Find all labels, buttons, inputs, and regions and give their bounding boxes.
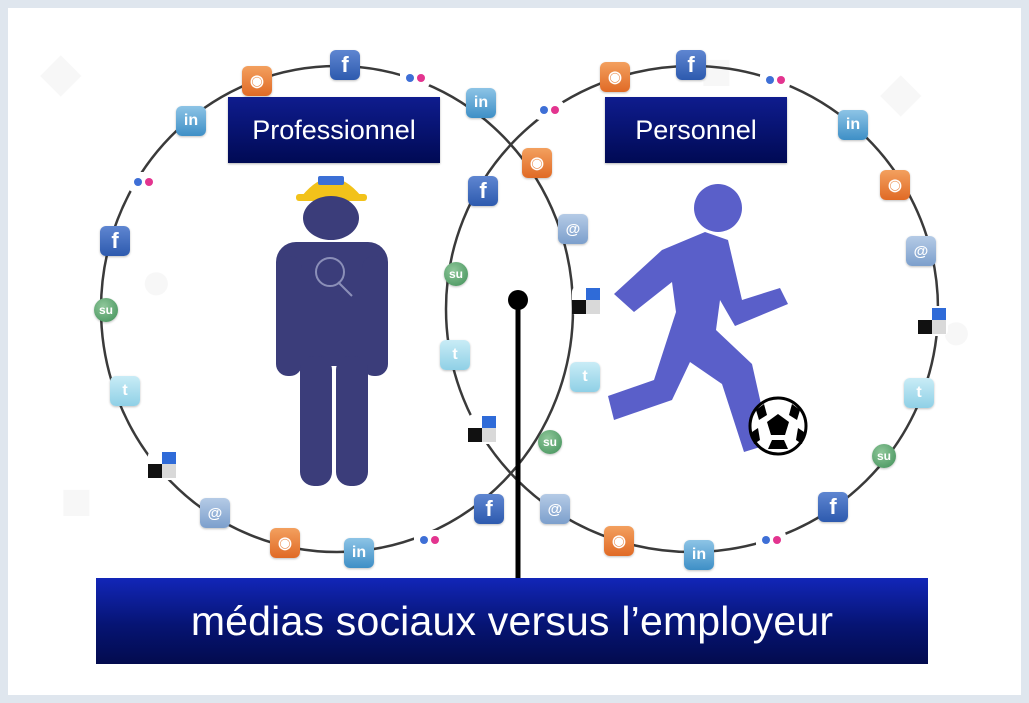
myspace-icon: @: [200, 498, 230, 528]
title-banner: médias sociaux versus l’employeur: [96, 578, 928, 664]
personal-label: Personnel: [605, 97, 787, 163]
facebook-icon: f: [474, 494, 504, 524]
stumbleupon-icon: su: [94, 298, 118, 322]
rss-icon: ◉: [522, 148, 552, 178]
linkedin-icon: in: [684, 540, 714, 570]
flickr-icon: [534, 100, 564, 120]
myspace-icon: @: [540, 494, 570, 524]
twitter-icon: t: [440, 340, 470, 370]
banner-text: médias sociaux versus l’employeur: [190, 597, 834, 644]
flickr-icon: [400, 68, 430, 88]
rss-icon: ◉: [600, 62, 630, 92]
flickr-icon: [128, 172, 158, 192]
facebook-icon: f: [100, 226, 130, 256]
construction-worker-icon: [276, 176, 388, 486]
linkedin-icon: in: [176, 106, 206, 136]
facebook-icon: f: [818, 492, 848, 522]
facebook-icon: f: [676, 50, 706, 80]
facebook-icon: f: [468, 176, 498, 206]
linkedin-icon: in: [838, 110, 868, 140]
divider-pole-knob: [508, 290, 528, 310]
delicious-icon: [468, 414, 498, 444]
stumbleupon-icon: su: [872, 444, 896, 468]
flickr-icon: [756, 530, 786, 550]
twitter-icon: t: [904, 378, 934, 408]
stumbleupon-icon: su: [444, 262, 468, 286]
soccer-player-icon: [608, 184, 788, 452]
stumbleupon-icon: su: [538, 430, 562, 454]
flickr-icon: [760, 70, 790, 90]
rss-icon: ◉: [880, 170, 910, 200]
twitter-icon: t: [110, 376, 140, 406]
flickr-icon: [414, 530, 444, 550]
linkedin-icon: in: [466, 88, 496, 118]
professional-label-text: Professionnel: [252, 114, 416, 145]
myspace-icon: @: [906, 236, 936, 266]
twitter-icon: t: [570, 362, 600, 392]
rss-icon: ◉: [270, 528, 300, 558]
delicious-icon: [148, 450, 178, 480]
rss-icon: ◉: [242, 66, 272, 96]
delicious-icon: [572, 286, 602, 316]
facebook-icon: f: [330, 50, 360, 80]
myspace-icon: @: [558, 214, 588, 244]
linkedin-icon: in: [344, 538, 374, 568]
rss-icon: ◉: [604, 526, 634, 556]
personal-label-text: Personnel: [635, 114, 757, 145]
soccer-ball-icon: [748, 396, 808, 456]
delicious-icon: [918, 306, 948, 336]
professional-label: Professionnel: [228, 97, 440, 163]
